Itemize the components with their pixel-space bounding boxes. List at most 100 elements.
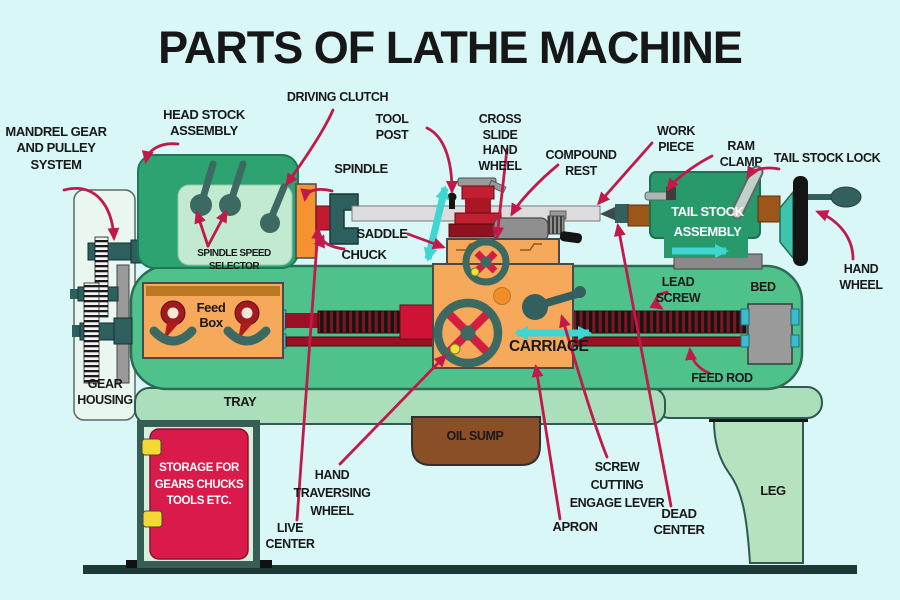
label-ram-clamp: RAM CLAMP [719, 139, 763, 169]
label-live-center: LIVE CENTER [265, 521, 315, 551]
label-lead-screw: LEAD SCREW [655, 275, 701, 305]
feed-dial-center [167, 307, 179, 319]
arrow-tool-post [425, 126, 458, 194]
label-carriage: CARRIAGE [509, 338, 589, 355]
label-gear-housing: GEAR HOUSING [77, 377, 133, 407]
label-work-piece: WORK PIECE [657, 124, 695, 154]
arrow-compound-rest [510, 163, 560, 217]
selector-lever [199, 160, 217, 202]
floor [83, 565, 857, 574]
gear-hub [113, 317, 133, 345]
carriage-boss [493, 287, 511, 305]
clutch-lever [268, 183, 288, 220]
bracket-coupler [790, 308, 800, 326]
engage-lever-tip [574, 286, 586, 298]
ram-clamp-nub [666, 187, 676, 200]
wheel-dot [470, 267, 480, 277]
tool-post-base [448, 223, 502, 238]
quill-collar [615, 204, 629, 223]
bracket-coupler [790, 334, 800, 348]
tool-post-upper [461, 185, 495, 200]
selector-lever-knob [190, 194, 212, 216]
label-cross-slide: CROSS SLIDE HAND WHEEL [478, 112, 522, 173]
lead-screw-collar [399, 304, 434, 340]
oil-sump-shape [411, 416, 541, 466]
traversing-wheel [433, 298, 503, 368]
label-hand-wheel: HAND WHEEL [839, 262, 883, 292]
label-oil-sump: OIL SUMP [446, 429, 504, 443]
storage-door [149, 428, 249, 560]
bracket-coupler [740, 308, 750, 326]
feed-box-top [146, 286, 280, 296]
arrow-tail-stock-lock [746, 165, 781, 180]
label-driving-clutch: DRIVING CLUTCH [286, 90, 389, 104]
label-hand-traversing-wheel: HAND TRAVERSING WHEEL [293, 468, 371, 519]
arrow-selector-right [206, 209, 228, 248]
label-feed-rod: FEED ROD [691, 371, 753, 385]
arrow-lead-screw [649, 290, 669, 310]
arrow-driving-clutch [285, 108, 335, 187]
tool-bolt-stem [449, 198, 455, 209]
cross-motion-arrow [423, 185, 450, 262]
compound-handle [559, 231, 582, 244]
label-chuck: CHUCK [341, 247, 387, 262]
feed-dial-arc [149, 326, 197, 346]
feed-dial-arc [223, 326, 271, 346]
arrow-feed-rod [685, 347, 711, 375]
arrow-saddle [406, 232, 446, 250]
gear-stub [72, 325, 81, 337]
arrow-spindle [300, 188, 334, 202]
saddle-dovetail [520, 243, 542, 251]
arrow-mandrel-gear [62, 187, 120, 241]
label-saddle: SADDLE [356, 226, 408, 241]
wheel-hub [480, 256, 492, 268]
label-spindle: SPINDLE [334, 161, 388, 176]
arrow-live-center [295, 226, 324, 522]
arrow-cross-slide [492, 147, 509, 240]
label-feed-box: Feed Box [196, 300, 226, 330]
compound-rest-shape [493, 217, 549, 242]
label-head-stock: HEAD STOCK ASSEMBLY [163, 107, 245, 139]
label-dead-center: DEAD CENTER [653, 506, 705, 538]
dead-center-tip [600, 206, 617, 221]
spindle-nose [315, 205, 331, 231]
hinge-icon [141, 438, 162, 456]
arrow-head-stock [141, 142, 180, 164]
bracket-coupler [740, 334, 750, 348]
gear-stub [70, 289, 78, 299]
handwheel-knob [830, 186, 862, 208]
arrow-screw-cutting [559, 314, 609, 459]
page-title: PARTS OF LATHE MACHINE [158, 22, 743, 73]
label-tail-stock-assembly: TAIL STOCK ASSEMBLY [671, 204, 744, 239]
right-flange [654, 386, 823, 419]
label-mandrel-gear: MANDREL GEAR AND PULLEY SYSTEM [5, 124, 107, 172]
compound-knurl-texture [548, 216, 564, 234]
cross-slide-wheel [462, 238, 510, 286]
feed-dial-center [241, 307, 253, 319]
label-compound-rest: COMPOUND REST [545, 148, 617, 178]
hinge-icon [142, 510, 163, 528]
arrow-hand-wheel [815, 210, 855, 261]
arrow-ram-clamp [666, 154, 714, 192]
selector-lever [228, 160, 247, 202]
gear-rack-teeth [84, 283, 99, 383]
clutch-lever-knob [260, 213, 280, 233]
arrow-hand-traversing [338, 353, 448, 466]
label-tool-post: TOOL POST [375, 112, 409, 142]
label-tail-stock-lock: TAIL STOCK LOCK [773, 151, 881, 165]
tailstock-handwheel [793, 176, 808, 266]
handwheel-cone [779, 189, 794, 261]
label-screw-cutting: SCREW CUTTING ENGAGE LEVER [569, 460, 665, 511]
label-apron: APRON [552, 519, 598, 534]
arrow-dead-center [613, 223, 673, 508]
label-tray: TRAY [223, 394, 257, 409]
arrow-selector-left [194, 210, 210, 248]
label-leg: LEG [760, 483, 786, 498]
tool-post-mid [465, 198, 491, 214]
arrow-work-piece [597, 141, 654, 206]
tailstock-screw [757, 195, 781, 223]
wheel-dot [449, 343, 461, 355]
arrow-apron [531, 364, 562, 521]
